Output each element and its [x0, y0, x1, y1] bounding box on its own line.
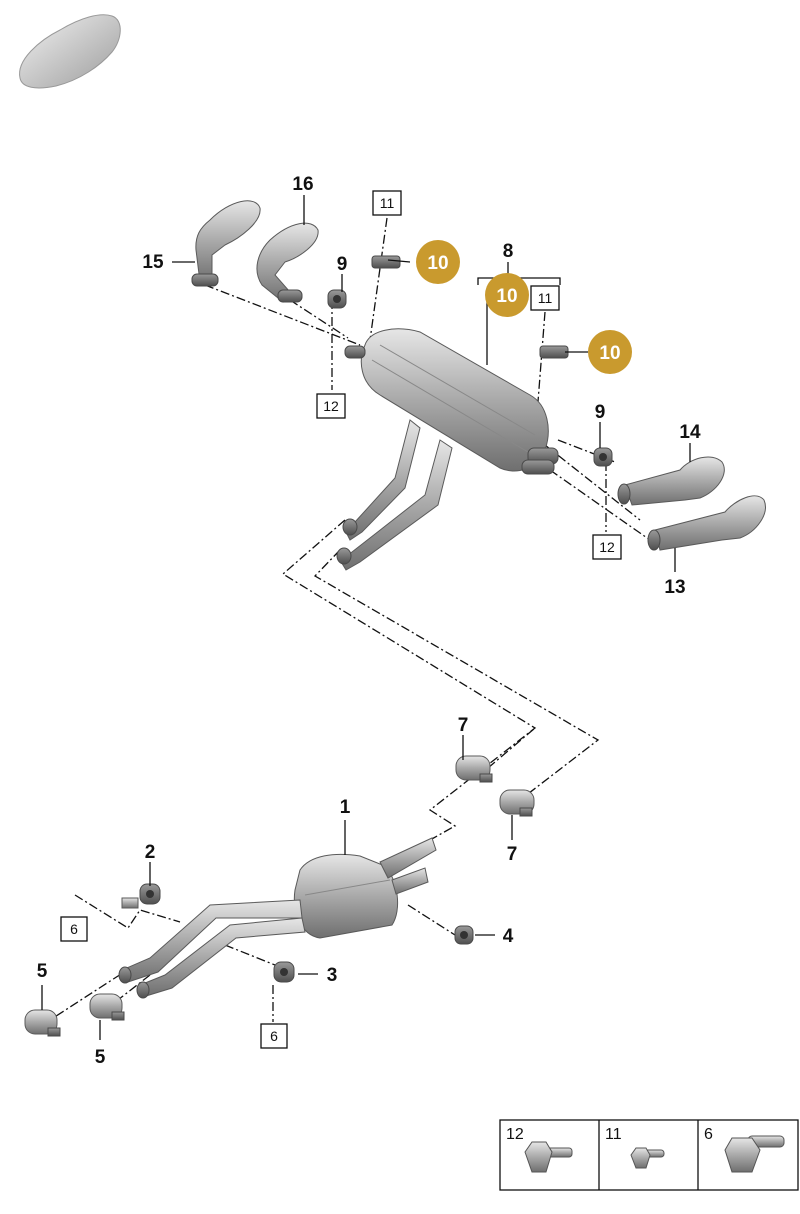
callout-14: 14: [679, 422, 701, 443]
large-flange-bolt-icon: [524, 1141, 573, 1173]
leader-lines: [41, 195, 691, 1040]
bracket-upper: [371, 255, 401, 269]
ref-box-12-left: 12: [323, 398, 339, 414]
callout-1: 1: [340, 797, 351, 818]
callout-15: 15: [142, 252, 164, 273]
callout-3: 3: [327, 965, 338, 986]
callout-13: 13: [664, 577, 685, 598]
callout-labels: 1 2 3 4 5 5 7 7 8 9 9 13 14 15 16: [37, 174, 701, 1068]
tailpipe-left-outer: [191, 200, 261, 287]
badge-10-upper-circle: [416, 240, 460, 284]
center-silencer: [118, 837, 437, 999]
fastener-legend: 12 11 6: [499, 1119, 799, 1191]
clamp-front-upper: [455, 755, 493, 783]
callout-4: 4: [503, 926, 514, 947]
callout-5-left: 5: [37, 961, 48, 982]
callout-5-right: 5: [95, 1047, 106, 1068]
callout-7-lower: 7: [507, 844, 518, 865]
ref-box-6-left: 6: [70, 921, 78, 937]
legend-label-6: 6: [704, 1126, 713, 1143]
legend-label-11: 11: [605, 1126, 622, 1143]
legend-label-12: 12: [506, 1126, 524, 1143]
badge-10-middle: 10: [496, 286, 517, 307]
badge-10-upper: 10: [427, 253, 448, 274]
badge-10-middle-circle: [485, 273, 529, 317]
callout-9-left: 9: [337, 254, 348, 275]
ref-box-11-upper: 11: [380, 195, 395, 211]
tailpipe-right-inner: [617, 456, 725, 506]
car-silhouette-icon: [19, 14, 121, 89]
rubber-mount-2: [121, 883, 161, 909]
callout-8: 8: [503, 241, 514, 262]
clamp-rear-left: [24, 1009, 61, 1037]
callout-7-upper: 7: [458, 715, 469, 736]
clamp-rear-right: [89, 993, 125, 1021]
small-flange-bolt-icon: [630, 1147, 665, 1169]
tailpipe-left-inner: [256, 222, 319, 303]
callout-16: 16: [292, 174, 313, 195]
ref-box-11-right: 11: [538, 290, 553, 306]
badge-10-right: 10: [599, 343, 620, 364]
rubber-mount-4: [454, 925, 474, 945]
hex-bolt-icon: [724, 1135, 785, 1173]
clamp-front-lower: [499, 789, 535, 817]
callout-9-right: 9: [595, 402, 606, 423]
bracket-right: [539, 345, 569, 359]
callout-2: 2: [145, 842, 156, 863]
rear-silencer: [336, 328, 559, 571]
highlight-badges: 10 10 10: [416, 240, 632, 374]
rubber-mount-upper-right: [593, 447, 613, 467]
rubber-mount-3: [273, 961, 295, 983]
rubber-mount-upper-left: [327, 289, 347, 309]
tailpipe-right-outer: [647, 495, 766, 551]
boxed-references: 11 11 12 12 6 6: [60, 190, 622, 1049]
ref-box-6-bottom: 6: [270, 1028, 278, 1044]
ref-box-12-right: 12: [599, 539, 615, 555]
badge-10-right-circle: [588, 330, 632, 374]
